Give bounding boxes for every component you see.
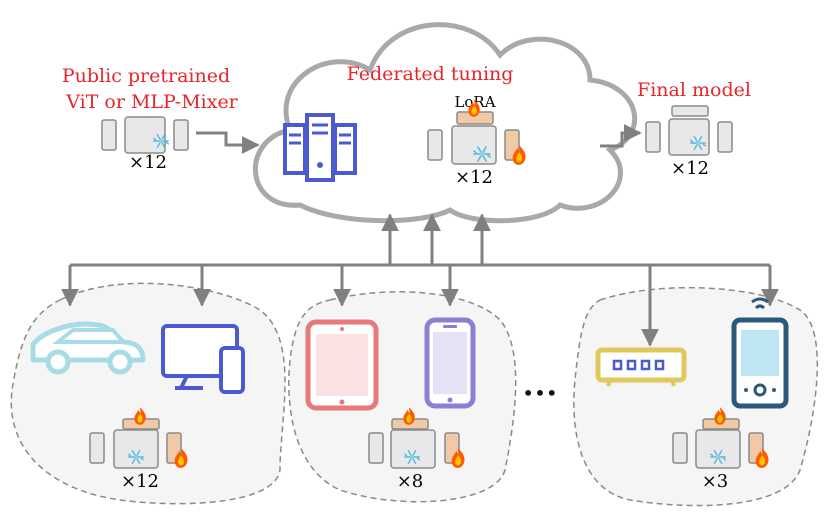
cloud-model-blocks: ×12 xyxy=(427,99,526,188)
mult-group-3: ×3 xyxy=(702,471,729,492)
tablet-icon xyxy=(305,319,379,411)
public-model-blocks: ×12 xyxy=(101,116,189,173)
mult-cloud: ×12 xyxy=(455,167,493,188)
router-icon xyxy=(595,347,687,387)
phone-icon xyxy=(424,317,476,409)
client-1-model-blocks: ×12 xyxy=(89,407,188,492)
monitor-icon xyxy=(161,324,245,394)
communication-lines xyxy=(61,124,779,347)
public-model-label: Public pretrained xyxy=(62,65,230,87)
mult-final: ×12 xyxy=(671,158,709,179)
mult-group-2: ×8 xyxy=(397,471,424,492)
server-icon xyxy=(283,113,357,182)
handheld-icon xyxy=(731,297,789,409)
mult-public: ×12 xyxy=(129,152,167,173)
client-3-model-blocks: ×3 xyxy=(672,407,769,492)
final-model-label: Final model xyxy=(637,79,751,101)
ellipsis: ••• xyxy=(522,381,557,405)
final-model-blocks: ×12 xyxy=(645,105,733,179)
car-icon xyxy=(30,321,146,375)
public-model-label-line2: ViT or MLP-Mixer xyxy=(65,91,238,113)
client-2-model-blocks: ×8 xyxy=(368,407,465,492)
mult-group-1: ×12 xyxy=(121,471,159,492)
federated-tuning-label: Federated tuning xyxy=(347,63,514,85)
